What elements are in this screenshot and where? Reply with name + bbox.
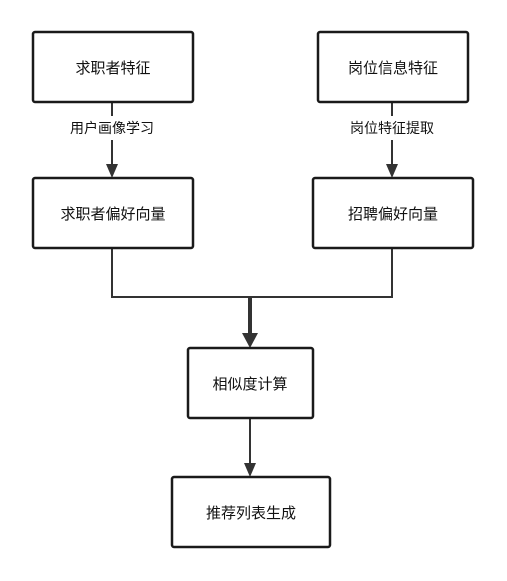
node-seeker-pref: [31, 176, 195, 250]
node-recommend-label: 推荐列表生成: [206, 504, 296, 522]
node-job-features-label: 岗位信息特征: [348, 59, 438, 77]
node-similarity-label: 相似度计算: [212, 375, 287, 393]
node-similarity: [186, 346, 315, 420]
arrowhead-seeker-pref: [106, 164, 118, 178]
edge-label-job-feature-extraction: 岗位特征提取: [350, 121, 434, 137]
arrowhead-recommend: [244, 463, 256, 477]
node-recommend: [170, 475, 332, 549]
node-job-features: [316, 30, 470, 104]
arrowhead-recruit-pref: [386, 164, 398, 178]
edge-label-user-profile-learning: 用户画像学习: [70, 120, 154, 137]
node-seeker-pref-label: 求职者偏好向量: [60, 205, 165, 223]
merge-connector: [111, 248, 393, 298]
arrowhead-similarity: [242, 333, 258, 348]
node-seeker-features-label: 求职者特征: [75, 59, 150, 77]
edge-label-bg: [58, 116, 166, 140]
node-recruit-pref-label: 招聘偏好向量: [348, 205, 438, 223]
node-recruit-pref: [311, 176, 475, 250]
node-seeker-features: [31, 30, 195, 104]
edge-label-bg: [338, 116, 446, 140]
